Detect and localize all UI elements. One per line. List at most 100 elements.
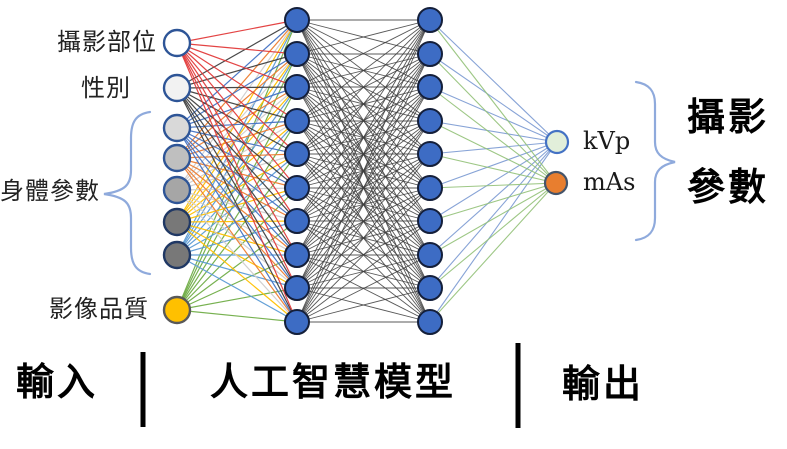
input-node-1 xyxy=(162,28,192,58)
edge-input-hidden1 xyxy=(176,220,298,311)
section-label-input: 輸入 xyxy=(16,362,99,404)
edge-hidden1-hidden2 xyxy=(296,287,431,323)
output-group-label-line1: 攝影 xyxy=(687,97,770,139)
output-group-brace xyxy=(634,80,676,242)
edge-hidden2-output-mas xyxy=(429,19,557,184)
edge-input-hidden1 xyxy=(176,254,298,311)
hidden1-node-10 xyxy=(284,309,310,335)
edge-hidden2-output-kvp xyxy=(429,120,558,143)
edge-layer xyxy=(176,19,558,323)
edge-input-hidden1 xyxy=(176,42,298,122)
body-params-brace xyxy=(103,110,152,276)
hidden2-node-6 xyxy=(417,175,443,201)
input-node-5 xyxy=(162,175,192,205)
hidden1-node-2 xyxy=(284,41,310,67)
hidden1-node-1 xyxy=(284,7,310,33)
edge-hidden2-output-kvp xyxy=(429,53,558,143)
edge-hidden1-hidden2 xyxy=(296,19,431,122)
edge-hidden2-output-kvp xyxy=(429,141,558,222)
output-node-mas xyxy=(543,170,569,196)
edge-input-hidden1 xyxy=(176,157,298,323)
input-label-image-quality: 影像品質 xyxy=(49,295,149,323)
input-node-8 xyxy=(162,295,192,325)
edge-hidden2-output-kvp xyxy=(429,86,558,143)
edge-input-hidden1 xyxy=(176,42,298,189)
input-node-4 xyxy=(162,143,192,173)
edge-hidden2-output-mas xyxy=(429,182,557,189)
edge-hidden1-hidden2 xyxy=(296,19,431,88)
edge-input-hidden1 xyxy=(176,157,298,256)
edge-hidden2-output-mas xyxy=(429,53,557,184)
edge-input-hidden1 xyxy=(176,287,298,311)
edge-input-hidden1 xyxy=(176,189,298,323)
edge-input-hidden1 xyxy=(176,309,298,323)
edge-hidden2-output-kvp xyxy=(429,141,558,256)
input-label-photo-region: 攝影部位 xyxy=(57,28,157,56)
edge-input-hidden1 xyxy=(176,42,298,289)
input-node-6 xyxy=(162,207,192,237)
edge-hidden1-hidden2 xyxy=(296,254,431,323)
edge-hidden1-hidden2 xyxy=(296,19,431,256)
edge-hidden1-hidden2 xyxy=(296,53,431,323)
edge-hidden2-output-mas xyxy=(429,86,557,184)
edge-input-hidden1 xyxy=(176,86,298,159)
input-label-body-params: 身體參數 xyxy=(0,177,100,205)
hidden1-node-8 xyxy=(284,242,310,268)
edge-input-hidden1 xyxy=(176,120,298,311)
edge-input-hidden1 xyxy=(176,42,298,155)
edge-hidden2-output-kvp xyxy=(429,141,558,289)
edge-input-hidden1 xyxy=(176,157,298,289)
edge-hidden1-hidden2 xyxy=(296,86,431,323)
edge-input-hidden1 xyxy=(176,87,298,256)
edge-input-hidden1 xyxy=(176,42,298,323)
edge-input-hidden1 xyxy=(176,19,298,89)
section-label-model: 人工智慧模型 xyxy=(210,362,457,404)
edge-input-hidden1 xyxy=(176,127,298,256)
hidden2-node-10 xyxy=(417,309,443,335)
edge-input-hidden1 xyxy=(176,53,298,89)
hidden2-node-4 xyxy=(417,108,443,134)
edge-hidden2-output-mas xyxy=(429,182,557,222)
edge-input-hidden1 xyxy=(176,187,298,311)
hidden1-node-5 xyxy=(284,141,310,167)
edge-hidden2-output-mas xyxy=(429,120,557,184)
edge-hidden1-hidden2 xyxy=(296,19,431,289)
edge-hidden1-hidden2 xyxy=(296,187,431,323)
edge-input-hidden1 xyxy=(176,87,298,155)
hidden1-node-6 xyxy=(284,175,310,201)
edge-hidden2-output-mas xyxy=(429,182,557,323)
hidden1-node-7 xyxy=(284,208,310,234)
output-group-label-line2: 參數 xyxy=(687,167,770,209)
edge-hidden2-output-kvp xyxy=(429,141,558,155)
hidden2-node-9 xyxy=(417,275,443,301)
edge-input-hidden1 xyxy=(176,19,298,159)
edge-hidden1-hidden2 xyxy=(296,120,431,323)
edge-input-hidden1 xyxy=(176,127,298,189)
edge-input-hidden1 xyxy=(176,42,298,222)
node-layer xyxy=(162,7,570,335)
edge-hidden2-output-mas xyxy=(429,153,557,184)
output-node-kvp xyxy=(544,129,570,155)
edge-input-hidden1 xyxy=(176,127,298,323)
edge-hidden2-output-mas xyxy=(429,182,557,256)
hidden2-node-3 xyxy=(417,74,443,100)
hidden2-node-2 xyxy=(417,41,443,67)
edge-input-hidden1 xyxy=(176,153,298,311)
edge-hidden1-hidden2 xyxy=(296,220,431,323)
input-node-2 xyxy=(162,73,192,103)
edge-input-hidden1 xyxy=(176,53,298,159)
edge-input-hidden1 xyxy=(176,42,298,55)
edge-input-hidden1 xyxy=(176,127,298,289)
edge-hidden1-hidden2 xyxy=(296,19,431,155)
edge-hidden2-output-kvp xyxy=(429,141,558,189)
edge-input-hidden1 xyxy=(176,127,298,222)
edge-input-hidden1 xyxy=(176,87,298,189)
edge-input-hidden1 xyxy=(176,87,298,122)
edge-hidden1-hidden2 xyxy=(296,19,431,55)
hidden2-node-5 xyxy=(417,141,443,167)
edge-input-hidden1 xyxy=(176,157,298,189)
edge-input-hidden1 xyxy=(176,254,298,323)
edge-input-hidden1 xyxy=(176,42,298,88)
edge-hidden2-output-kvp xyxy=(429,141,558,323)
